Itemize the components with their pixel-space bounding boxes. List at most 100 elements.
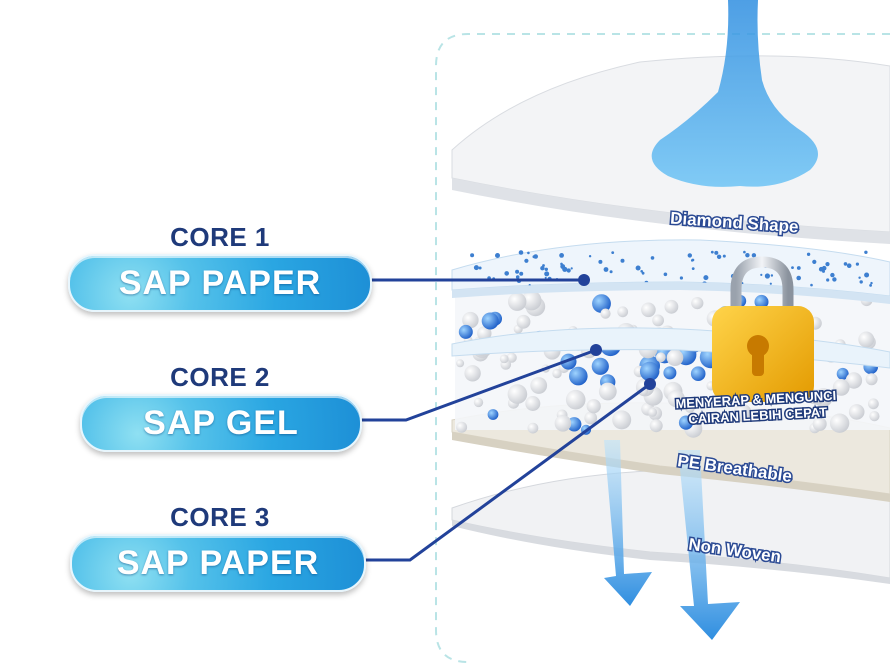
sap-gel-bead (527, 422, 539, 434)
sap-gel-bead (648, 407, 658, 417)
perforation-dot (518, 250, 524, 255)
sap-gel-bead (473, 397, 484, 408)
sap-gel-bead (664, 299, 679, 314)
sap-gel-bead (530, 377, 548, 394)
sap-gel-bead (600, 308, 611, 319)
sap-gel-bead-blue (690, 366, 706, 382)
perforation-dot (560, 262, 563, 266)
sap-gel-bead-blue (487, 409, 499, 420)
perforation-dot (714, 250, 719, 255)
sap-gel-bead (733, 404, 752, 422)
perforation-dot (864, 272, 870, 278)
core-1-name: SAP PAPER (118, 263, 322, 302)
perforation-dot (722, 254, 726, 258)
perforation-dot (832, 277, 837, 282)
sap-gel-bead (649, 419, 663, 433)
sap-gel-bead (809, 389, 826, 405)
perforation-dot (473, 265, 479, 271)
perforation-dot (687, 253, 692, 258)
sap-gel-bead (521, 290, 542, 311)
perforation-dot (825, 262, 830, 267)
core-2-title: CORE 2 (170, 362, 270, 392)
sap-gel-bead (869, 411, 880, 422)
perforation-dot (570, 267, 573, 270)
perforation-dot (495, 253, 500, 258)
perforation-dot (524, 258, 529, 263)
perforation-dot (846, 263, 852, 269)
sap-gel-bead (584, 411, 598, 425)
perforation-dot (806, 252, 811, 256)
sap-gel-bead (685, 403, 695, 413)
perforation-dot (864, 250, 868, 254)
connector-dot (578, 274, 590, 286)
perforation-dot (598, 259, 603, 264)
perforation-dot (542, 264, 545, 267)
core-2-name: SAP GEL (143, 403, 299, 442)
sap-gel-bead (617, 306, 629, 318)
sap-gel-bead (868, 398, 879, 410)
perforation-dot (691, 267, 695, 270)
sap-gel-bead (812, 417, 827, 431)
perforation-dot (818, 266, 824, 272)
perforation-dot (527, 251, 530, 255)
perforation-dot (635, 265, 641, 271)
liquid-stream-icon (651, 0, 818, 187)
core-1-title: CORE 1 (170, 222, 270, 252)
perforation-dot (515, 275, 520, 279)
sap-gel-bead (506, 352, 517, 363)
perforation-dot (533, 254, 538, 259)
perforation-dot (745, 253, 750, 258)
down-arrow-icon (604, 440, 652, 606)
perforation-dot (609, 270, 613, 274)
sap-gel-bead (858, 331, 875, 348)
sap-gel-bead (477, 326, 492, 341)
sap-gel-bead (612, 410, 632, 430)
sap-gel-bead (641, 302, 656, 318)
sap-gel-bead (586, 399, 601, 414)
sap-gel-bead (516, 314, 531, 329)
perforation-dot (544, 271, 550, 277)
perforation-dot (588, 255, 592, 258)
sap-gel-bead (552, 368, 562, 379)
sap-gel-bead-blue (754, 294, 769, 309)
perforation-dot (663, 272, 668, 277)
core-3-name: SAP PAPER (116, 543, 320, 582)
perforation-dot (504, 271, 510, 276)
perforation-dot (716, 254, 722, 259)
sap-gel-bead (456, 359, 465, 368)
perforation-dot (822, 269, 825, 273)
connector-dot (590, 344, 602, 356)
perforation-dot (843, 262, 848, 266)
sap-gel-bead (848, 404, 865, 420)
perforation-dot (560, 264, 566, 269)
down-arrow-icon (678, 450, 740, 640)
sap-gel-bead (666, 349, 684, 367)
sap-gel-bead (845, 372, 863, 389)
sap-gel-bead (598, 382, 617, 401)
connector-lines (360, 278, 651, 562)
perforation-dot (710, 250, 714, 254)
sap-gel-bead-blue (458, 324, 473, 339)
sap-gel-bead (462, 311, 479, 329)
perforation-dot (559, 253, 564, 258)
sap-gel-bead (508, 292, 527, 311)
connector-dot (644, 378, 656, 390)
dashed-frame (435, 33, 890, 663)
perforation-dot (603, 267, 609, 272)
perforation-dot (478, 266, 482, 270)
perforation-dot (540, 266, 545, 271)
perforation-dot (812, 259, 817, 264)
perforation-dot (870, 281, 873, 285)
perforation-dot (810, 283, 813, 287)
sap-gel-bead (667, 390, 685, 408)
padlock-icon (712, 256, 814, 402)
perforation-dot (611, 251, 615, 255)
sap-gel-bead-blue (663, 366, 677, 380)
sap-gel-bead (652, 314, 664, 327)
perforation-dot (858, 276, 861, 279)
core-1-pill: SAP PAPER (68, 254, 372, 312)
sap-gel-bead (499, 354, 509, 364)
sap-gel-bead (832, 379, 850, 396)
perforation-dot (770, 274, 774, 277)
sap-gel-bead (829, 413, 850, 433)
